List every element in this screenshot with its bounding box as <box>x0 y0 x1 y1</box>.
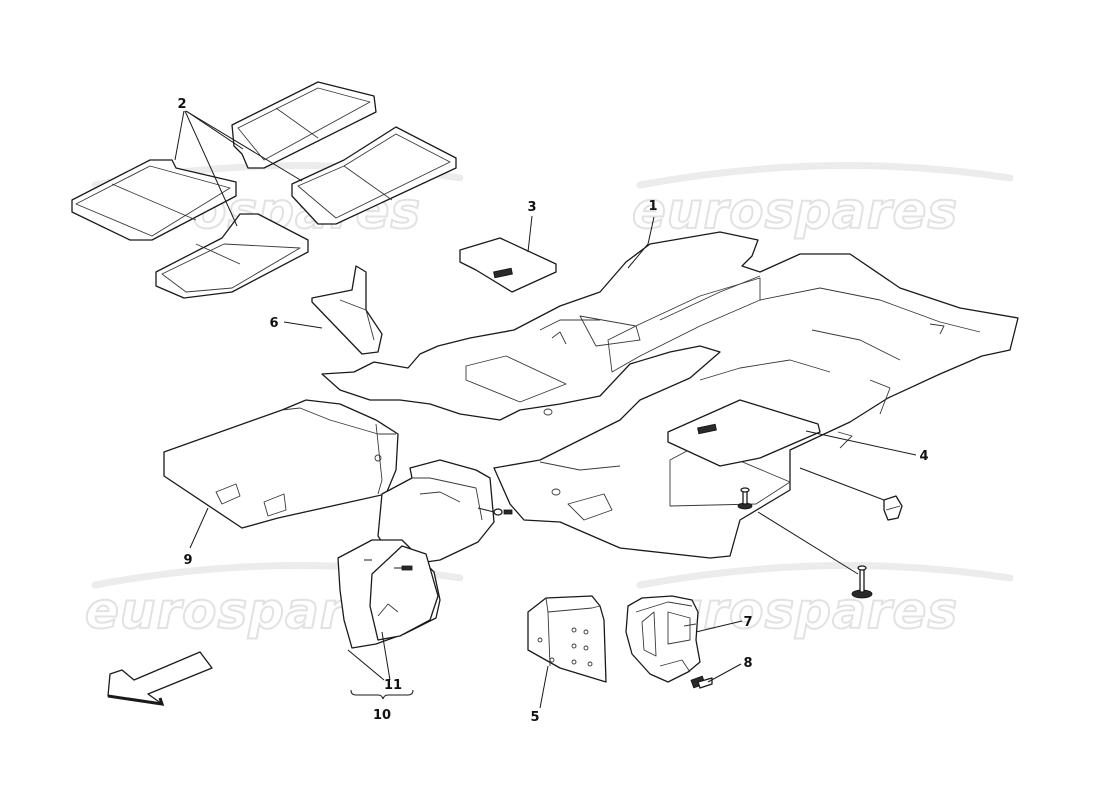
callout-11: 11 <box>384 678 402 693</box>
direction-arrow-icon <box>107 651 213 706</box>
callout-1: 1 <box>648 199 657 214</box>
carpet-clip <box>883 495 903 521</box>
leader-8 <box>707 663 742 683</box>
leader-2b <box>185 110 244 150</box>
small-floor-mat <box>459 237 557 293</box>
leader-2c <box>185 110 303 182</box>
watermark-top-right: eurospares <box>631 162 1014 241</box>
bracket-trim <box>311 265 383 355</box>
bracket-10 <box>350 689 414 700</box>
bolt <box>690 675 713 689</box>
floor-mat-front-right <box>231 81 377 169</box>
watermark-text: eurospares <box>632 182 958 240</box>
panel-screw <box>364 559 413 571</box>
panel-washer <box>477 507 513 516</box>
leader-11a <box>347 649 385 681</box>
tunnel-cover <box>163 399 399 529</box>
carpet-fastener-lower <box>851 565 873 599</box>
mounting-bracket <box>527 595 607 683</box>
callout-9: 9 <box>183 553 192 568</box>
leader-7 <box>695 620 743 633</box>
callout-4: 4 <box>919 449 928 464</box>
leader-1 <box>627 216 655 269</box>
callout-8: 8 <box>743 656 752 671</box>
main-floor-carpet <box>321 231 1019 559</box>
callout-3: 3 <box>527 200 536 215</box>
leader-4 <box>805 430 917 456</box>
side-trim-panel-front <box>337 539 441 649</box>
leader-9 <box>189 507 209 549</box>
leader-6 <box>283 321 323 329</box>
callout-6: 6 <box>269 316 278 331</box>
callout-10: 10 <box>373 708 391 723</box>
callout-2: 2 <box>177 97 186 112</box>
floor-mats <box>71 81 457 299</box>
seat-support <box>625 595 701 683</box>
leader-5 <box>539 665 549 709</box>
leader-11b <box>381 631 391 681</box>
floor-mat-front-left <box>71 159 237 241</box>
leader-3 <box>527 215 533 253</box>
floor-mat-rear-right <box>291 126 457 225</box>
callout-7: 7 <box>743 615 752 630</box>
carpet-fastener-upper <box>737 487 753 510</box>
leader-2d <box>184 110 238 227</box>
leader-2a <box>174 110 185 161</box>
floor-mat-rear-left <box>155 213 309 299</box>
callout-5: 5 <box>530 710 539 725</box>
rear-floor-mat <box>667 399 821 467</box>
